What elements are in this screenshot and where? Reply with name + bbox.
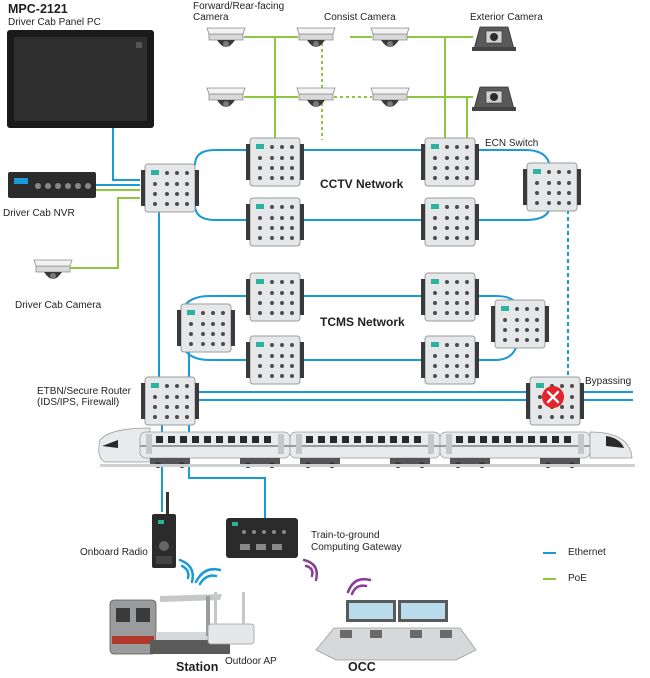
computing-gateway — [226, 518, 298, 558]
ecn-switch-end — [522, 162, 582, 212]
tcms-switch-right — [490, 299, 550, 349]
train — [98, 427, 635, 469]
fwd-camera-label-2: Camera — [193, 12, 229, 23]
legend-poe-label: PoE — [568, 573, 587, 584]
bypassing-label: Bypassing — [585, 376, 632, 387]
consist-camera-bottom — [296, 87, 336, 108]
tcms-switch-1 — [245, 272, 305, 322]
forward-camera-top — [206, 27, 246, 48]
forward-camera-bottom — [206, 87, 246, 108]
tcms-switch-3 — [245, 335, 305, 385]
consist-camera-top-2 — [370, 27, 410, 48]
fwd-camera-label-1: Forward/Rear-facing — [193, 1, 285, 12]
panel-pc-model: MPC-2121 — [8, 2, 68, 16]
nvr-device — [8, 172, 96, 198]
bypass-switch — [525, 376, 585, 426]
wireless-signals — [178, 558, 372, 596]
gateway-label-1: Train-to-ground — [311, 530, 380, 541]
outdoor-ap-label: Outdoor AP — [225, 656, 277, 667]
tcms-network-label: TCMS Network — [320, 315, 405, 329]
ethernet-links — [95, 128, 633, 518]
nvr-label: Driver Cab NVR — [3, 208, 75, 219]
station-label: Station — [176, 660, 219, 674]
cctv-switch-4 — [420, 197, 480, 247]
ecn-switch-label: ECN Switch — [485, 138, 539, 149]
cctv-switch-3 — [245, 197, 305, 247]
cab-camera-label: Driver Cab Camera — [15, 300, 102, 311]
nvr-switch — [140, 163, 200, 213]
cctv-switch-2 — [420, 137, 480, 187]
occ-label: OCC — [348, 660, 376, 674]
panel-pc-label: Driver Cab Panel PC — [8, 17, 101, 28]
exterior-camera-top — [471, 26, 517, 52]
driver-cab-camera — [33, 259, 73, 280]
etbn-label-2: (IDS/IPS, Firewall) — [37, 397, 120, 408]
legend-ethernet-label: Ethernet — [568, 547, 606, 558]
onboard-radio-label: Onboard Radio — [80, 547, 148, 558]
etbn-label-1: ETBN/Secure Router — [37, 386, 131, 397]
exterior-camera-label: Exterior Camera — [470, 12, 543, 23]
cctv-network-label: CCTV Network — [320, 177, 404, 191]
tcms-switch-4 — [420, 335, 480, 385]
station — [109, 592, 255, 655]
panel-pc — [7, 30, 154, 128]
tcms-switch-left — [176, 303, 236, 353]
etbn-router — [140, 376, 200, 426]
consist-camera-label: Consist Camera — [324, 12, 396, 23]
consist-camera-top — [296, 27, 336, 48]
onboard-radio — [152, 492, 176, 568]
gateway-label-2: Computing Gateway — [311, 542, 402, 553]
cctv-switch-1 — [245, 137, 305, 187]
occ-control-room — [315, 600, 477, 661]
consist-camera-bottom-2 — [370, 87, 410, 108]
exterior-camera-bottom — [471, 86, 517, 112]
tcms-switch-2 — [420, 272, 480, 322]
